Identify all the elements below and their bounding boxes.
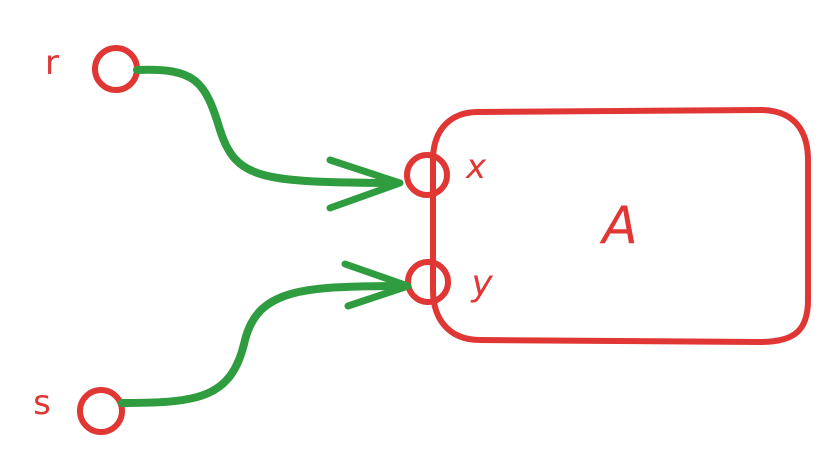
edge-r-to-x-line [133,65,396,187]
box-a-label: A [599,196,638,256]
port-y-circle [405,259,451,305]
edge-r-to-x[interactable] [133,65,404,212]
port-x[interactable]: x [404,147,487,198]
edge-r-to-x-arrowhead [326,156,404,212]
node-r-label: r [45,43,59,83]
node-s[interactable]: s [33,383,125,435]
node-s-circle [77,387,125,435]
edge-s-to-y[interactable] [118,260,412,407]
node-r[interactable]: r [45,43,140,93]
box-a[interactable]: A [430,107,811,345]
port-x-circle [404,152,450,198]
edge-s-to-y-line [118,282,404,407]
port-x-label: x [465,147,487,187]
node-r-circle [92,45,140,93]
port-y-label: y [470,263,493,304]
box-a-outline [430,107,811,345]
node-s-label: s [33,383,51,423]
edge-s-to-y-arrowhead [341,260,412,310]
port-y[interactable]: y [405,259,493,305]
